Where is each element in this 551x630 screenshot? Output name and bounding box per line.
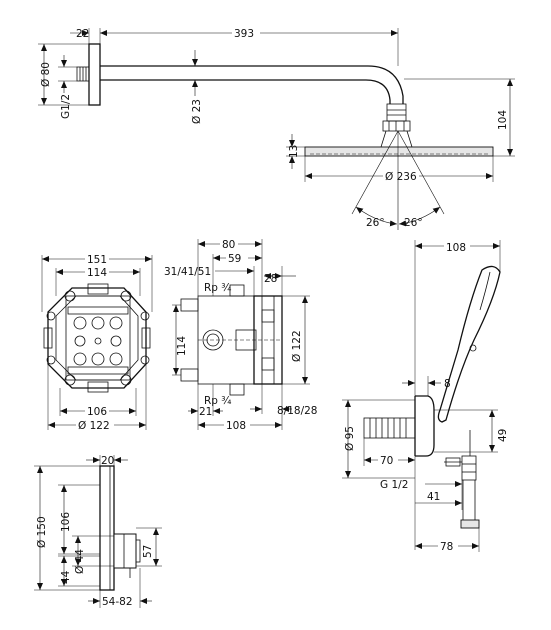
dim-hand-dia95: Ø 95 <box>344 426 356 451</box>
dim-trim-54-82: 54-82 <box>102 596 133 608</box>
dim-trim-20: 20 <box>101 455 114 467</box>
ibox-front-view: 151 114 106 Ø 122 <box>41 253 153 432</box>
dim-trim-44a: Ø 44 <box>74 549 86 574</box>
holder-body <box>415 395 435 457</box>
shower-arm-view: 22 393 Ø 80 G1/2 Ø 23 104 13 <box>38 26 515 230</box>
dim-flange-width: 22 <box>76 28 89 40</box>
dim-side-depth-inner: 59 <box>228 253 241 265</box>
shower-head <box>304 146 494 157</box>
dim-hand-49: 49 <box>497 429 509 442</box>
dim-tilt-right: 26° <box>404 217 423 229</box>
dim-side-variants: 31/41/51 <box>164 266 211 278</box>
dim-head-thick: 13 <box>288 145 300 158</box>
dim-trim-150: Ø 150 <box>36 516 48 548</box>
dim-side-108: 108 <box>226 420 246 432</box>
dim-side-114: 114 <box>176 336 188 356</box>
trim-plate <box>99 465 115 591</box>
dim-box-outer: 151 <box>87 254 107 266</box>
dim-tilt-left: 26° <box>366 217 385 229</box>
arm-joint <box>386 103 407 122</box>
dim-side-21: 21 <box>199 406 212 418</box>
dim-head-dia: Ø 236 <box>385 171 417 183</box>
dim-hand-8: 8 <box>444 378 451 390</box>
dim-arm-dia: Ø 23 <box>191 99 203 124</box>
wall-flange <box>88 43 101 106</box>
dim-trim-106: 106 <box>60 512 72 532</box>
shower-arm <box>100 65 404 104</box>
dim-box-bottom: 106 <box>87 406 107 418</box>
trim-side-view: 20 Ø 150 106 Ø 44 44 57 54-82 <box>34 455 162 608</box>
dim-flange-dia: Ø 80 <box>40 62 52 87</box>
hand-shower <box>437 265 501 423</box>
hose <box>462 480 476 520</box>
dim-hand-41: 41 <box>427 491 440 503</box>
dim-hand-78: 78 <box>440 541 453 553</box>
dim-trim-44b: 44 <box>60 570 72 584</box>
dim-side-8-18-28: 8/18/28 <box>277 405 317 417</box>
ibox-side-view: 80 59 31/41/51 28 Rp ¾ Rp ¾ 114 Ø 122 21 <box>164 238 317 432</box>
dim-side-dia122: Ø 122 <box>291 330 303 362</box>
dim-rp-bottom: Rp ¾ <box>204 395 231 407</box>
trim-handle <box>113 533 137 569</box>
wall-connector <box>363 417 416 439</box>
dim-head-drop: 104 <box>497 110 509 130</box>
dim-side-depth: 80 <box>222 239 235 251</box>
dim-hand-g12: G 1/2 <box>380 479 408 491</box>
dim-arm-length: 393 <box>234 28 254 40</box>
dim-trim-57: 57 <box>142 545 154 558</box>
dim-box-dia: Ø 122 <box>78 420 110 432</box>
dim-hand-108: 108 <box>446 242 466 254</box>
dim-box-inner: 114 <box>87 267 107 279</box>
dim-rp-top: Rp ¾ <box>204 282 231 294</box>
hose-nut <box>461 455 477 481</box>
dim-side-28: 28 <box>264 273 277 285</box>
dim-thread-arm: G1/2 <box>60 94 72 119</box>
hand-shower-view: 108 8 Ø 95 49 70 G 1/2 41 78 <box>342 240 509 553</box>
dim-hand-70: 70 <box>380 455 393 467</box>
